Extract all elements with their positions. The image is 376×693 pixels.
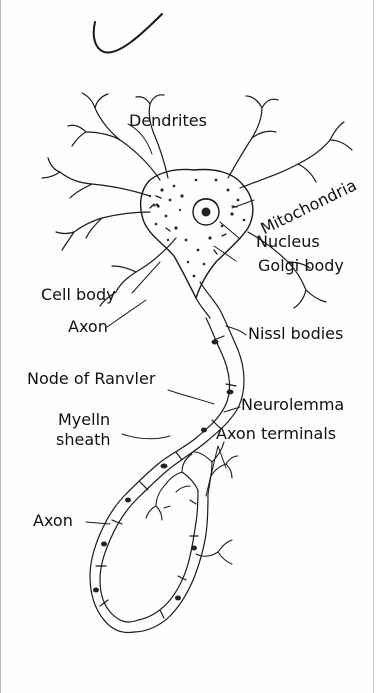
leader-lines	[86, 124, 254, 524]
cell-body-outline	[141, 169, 253, 298]
label-myelin-sheath-line2: sheath	[56, 431, 111, 449]
check-mark	[94, 14, 162, 53]
label-nucleus: Nucleus	[256, 233, 320, 251]
label-neurolemma: Neurolemma	[241, 396, 344, 414]
label-nissl-bodies: Nissl bodies	[248, 325, 343, 343]
label-golgi-body: Golgi body	[258, 257, 344, 275]
label-axon-upper: Axon	[68, 318, 108, 336]
label-axon-lower: Axon	[33, 512, 73, 530]
nucleus	[193, 199, 219, 226]
myelinated-axon	[90, 310, 244, 633]
label-myelin-sheath-line1: Myelln	[58, 411, 110, 429]
label-axon-terminals: Axon terminals	[216, 425, 336, 443]
label-cell-body: Cell body	[41, 286, 116, 304]
label-dendrites: Dendrites	[129, 112, 207, 130]
label-node-of-ranvier: Node of Ranvler	[27, 370, 155, 388]
cell-body-granules	[149, 179, 246, 278]
